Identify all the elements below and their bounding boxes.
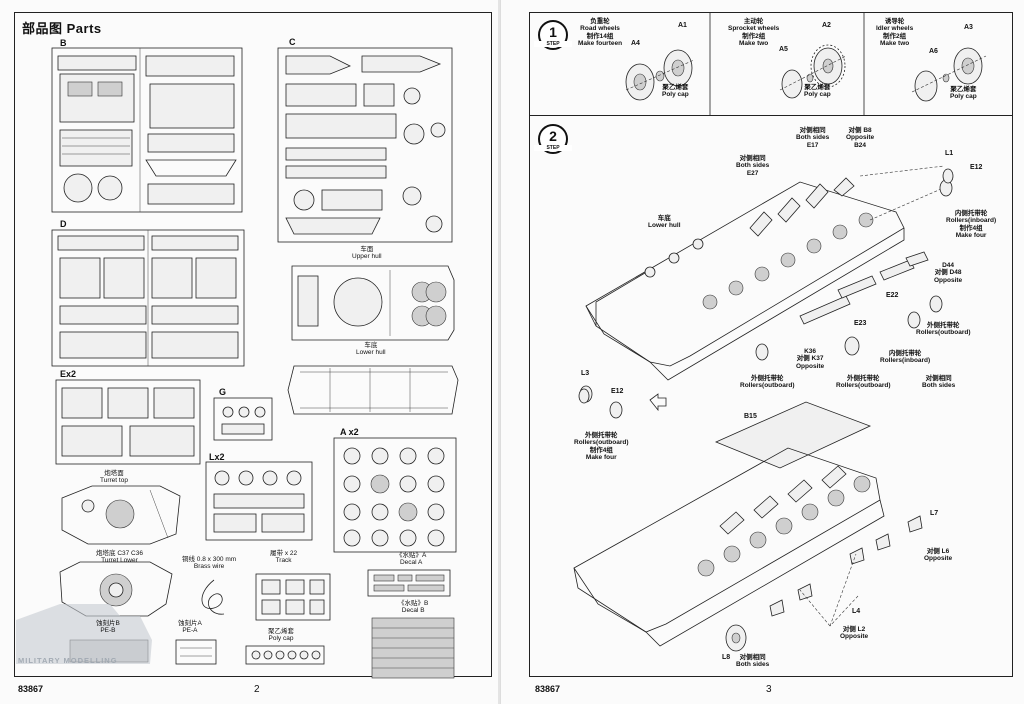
assembled-hull: [573, 401, 923, 652]
e23-label: E23: [854, 320, 867, 327]
step2-word: STEP: [534, 145, 572, 151]
l8-label: L8: [722, 654, 731, 661]
part-a3-label: A3: [964, 24, 973, 31]
sprue-d-letter: D: [60, 219, 67, 229]
exploded-lower-hull: [585, 165, 949, 381]
part-a4-label: A4: [631, 40, 640, 47]
poly-cap-drawing: [245, 645, 325, 665]
l1-roller: [942, 168, 954, 184]
step1-wheel-drawings: [625, 44, 987, 102]
l3-label: L3: [581, 370, 590, 377]
sprue-l-drawing: [205, 461, 313, 541]
sprue-e-drawing: [55, 379, 201, 465]
track-drawing: [255, 573, 331, 621]
sprue-l-letter: Lx2: [209, 452, 225, 462]
step2-hull-drawings: [573, 165, 954, 652]
page-number-right: 3: [766, 684, 772, 695]
part-a5-label: A5: [779, 46, 788, 53]
parts-line-art: [16, 47, 459, 679]
b15-label: B15: [744, 413, 757, 420]
watermark-text: MILITARY MODELLING: [18, 656, 118, 665]
upper-hull-drawing: [291, 265, 455, 341]
watermark-tank-icon: [16, 604, 152, 664]
sprue-a-letter: A x2: [340, 427, 359, 437]
sprue-a-drawing: [333, 437, 457, 553]
page-title: 部品图 Parts: [22, 21, 102, 36]
e22-label: E22: [886, 292, 899, 299]
l3-roller: [578, 388, 590, 404]
part-a2-label: A2: [822, 22, 831, 29]
step2-number: 2: [549, 128, 557, 144]
step1-dividers: [709, 12, 865, 116]
sprue-d-drawing: [51, 229, 245, 367]
step1-badge: 1 STEP: [534, 20, 572, 50]
turret-top-drawing: [61, 485, 181, 545]
sprue-b-drawing: [51, 47, 243, 213]
part-a6-label: A6: [929, 48, 938, 55]
sprue-e-letter: Ex2: [60, 369, 77, 379]
step1-word: STEP: [534, 41, 572, 47]
page-number-left: 2: [254, 684, 260, 695]
parts-frame: [14, 12, 492, 677]
e12-left-label: E12: [611, 388, 624, 395]
sprue-g-drawing: [213, 397, 273, 441]
sprue-b-letter: B: [60, 38, 67, 48]
decal-b-drawing: [371, 617, 455, 679]
brass-wire-drawing: [201, 579, 225, 615]
step1-number: 1: [549, 24, 557, 40]
sprue-g-letter: G: [219, 387, 227, 397]
part-a1-label: A1: [678, 22, 687, 29]
exploded-side-plates: [799, 251, 929, 325]
sprue-c-drawing: [277, 47, 453, 243]
e12-top-label: E12: [970, 164, 983, 171]
turret-lower-drawing: [59, 561, 173, 617]
sprue-c-letter: C: [289, 37, 296, 47]
kit-number-left: 83867: [18, 684, 44, 694]
l7-label: L7: [930, 510, 939, 517]
step2-badge: 2 STEP: [534, 124, 572, 154]
decal-a-drawing: [367, 569, 451, 597]
return-rollers: [579, 179, 953, 419]
l1-label: L1: [945, 150, 954, 157]
lower-hull-drawing: [287, 365, 459, 415]
step1-frame: [529, 12, 1013, 116]
step2-frame: [529, 116, 1013, 677]
kit-number-right: 83867: [535, 684, 561, 694]
l4-label: L4: [852, 608, 861, 615]
